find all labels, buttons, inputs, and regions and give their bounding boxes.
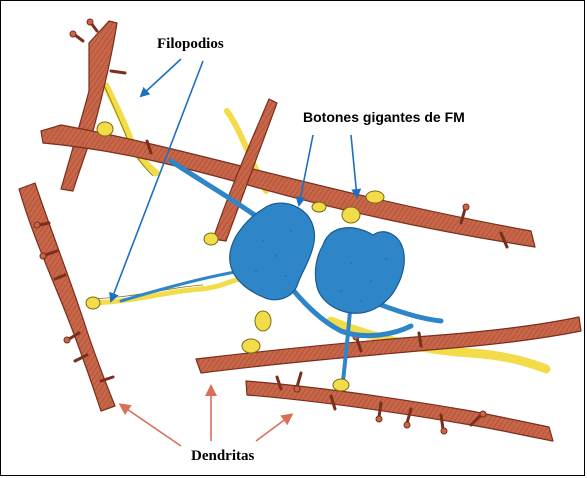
dendrite-left-vertical — [19, 183, 115, 411]
terminal-mid-2 — [204, 233, 218, 245]
terminal-low-3 — [333, 379, 349, 391]
label-dendritas: Dendritas — [191, 448, 254, 465]
dendrite-upper-left — [61, 21, 117, 191]
filopodia-outline — [91, 83, 203, 299]
label-botones-gigantes: Botones gigantes de FM — [303, 109, 465, 125]
terminal-upper-left — [97, 122, 113, 136]
arrow-filopodios-2 — [111, 61, 203, 301]
terminal-low-1 — [255, 311, 271, 331]
terminal-mid-1 — [312, 202, 326, 212]
arrow-dendritas-1 — [121, 405, 181, 446]
dendrite-bottom — [246, 381, 553, 441]
arrow-botones-2 — [351, 135, 357, 197]
mossy-fiber-bouton-left — [230, 203, 315, 300]
terminal-low-2 — [242, 339, 260, 353]
terminal-top-2 — [342, 207, 360, 223]
label-filopodios: Filopodios — [157, 36, 224, 53]
terminal-top-1 — [366, 191, 384, 203]
mossy-fiber-bouton-right — [315, 228, 404, 314]
arrow-dendritas-3 — [256, 415, 291, 441]
arrow-filopodios-1 — [141, 59, 181, 96]
terminal-filopod-end — [86, 297, 100, 309]
